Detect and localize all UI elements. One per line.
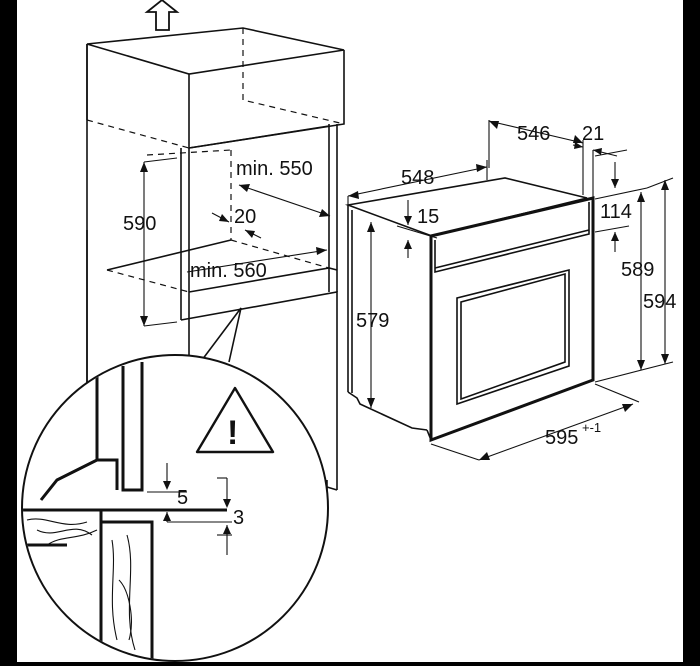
label-590: 590 — [123, 213, 156, 235]
dimension-594: 594 — [594, 177, 676, 383]
warning-symbol: ! — [227, 414, 238, 452]
detail-section — [23, 362, 232, 660]
label-5: 5 — [177, 487, 188, 509]
warning-triangle-icon: ! — [195, 386, 275, 454]
dimension-114: 114 — [594, 149, 632, 252]
label-546: 546 — [517, 123, 550, 145]
detail-callout — [21, 307, 329, 662]
dimension-min-550: min. 550 — [236, 158, 331, 217]
label-20: 20 — [234, 206, 256, 228]
diagram-canvas: 590 min. 550 20 min. 560 — [21, 0, 676, 662]
oven — [344, 177, 595, 443]
dimension-20: 20 — [211, 206, 262, 239]
label-594: 594 — [643, 291, 676, 313]
label-21: 21 — [582, 123, 604, 145]
label-3: 3 — [233, 507, 244, 529]
up-arrow-icon — [144, 0, 180, 31]
label-595: 595 — [545, 427, 578, 449]
dimension-589: 589 — [594, 187, 654, 370]
label-589: 589 — [621, 259, 654, 281]
label-114: 114 — [600, 201, 632, 223]
label-595-tolerance: +-1 — [582, 420, 601, 435]
dimension-21: 21 — [572, 123, 618, 198]
dimension-590: 590 — [123, 157, 178, 327]
cabinet — [86, 27, 345, 492]
label-min-560: min. 560 — [190, 260, 267, 282]
dimension-15: 15 — [396, 200, 439, 258]
label-min-550: min. 550 — [236, 158, 313, 180]
dimension-548: 548 — [347, 160, 488, 205]
label-548: 548 — [401, 167, 434, 189]
dimension-579: 579 — [356, 222, 389, 408]
installation-diagram: 590 min. 550 20 min. 560 — [17, 0, 683, 662]
label-15: 15 — [417, 206, 439, 228]
dimension-595: 595 +-1 — [430, 383, 640, 461]
dimension-min-560: min. 560 — [186, 247, 328, 282]
dimension-546: 546 — [488, 120, 584, 195]
label-579: 579 — [356, 310, 389, 332]
